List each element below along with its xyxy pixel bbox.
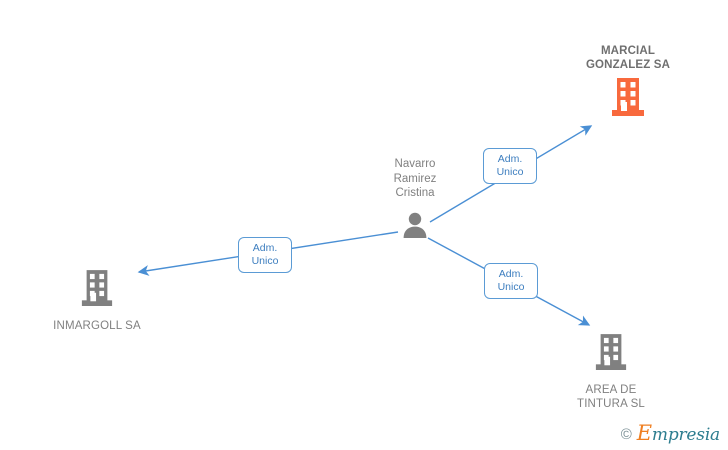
person-node[interactable]: Navarro Ramirez Cristina [350, 157, 480, 243]
company-node-area-de-tintura-sl[interactable]: AREA DE TINTURA SL [531, 334, 691, 411]
person-label: Navarro Ramirez Cristina [393, 158, 437, 199]
building-icon [80, 270, 114, 313]
company-label-marcial-gonzalez-sa: MARCIAL GONZALEZ SA [585, 45, 671, 71]
brand-rest: mpresia [651, 425, 720, 445]
relation-chip-area-tintura[interactable]: Adm. Unico [484, 263, 538, 299]
brand-initial: E [636, 421, 652, 445]
person-icon [402, 212, 428, 243]
relation-chip-inmargoll[interactable]: Adm. Unico [238, 237, 292, 273]
relation-chip-label: Adm. Unico [251, 242, 279, 267]
building-icon [594, 334, 628, 377]
company-label-inmargoll-sa: INMARGOLL SA [53, 320, 141, 332]
company-node-inmargoll-sa[interactable]: INMARGOLL SA [17, 270, 177, 333]
empresia-logo[interactable]: © Empresia [620, 423, 720, 445]
relation-chip-label: Adm. Unico [497, 268, 525, 293]
company-label-area-de-tintura-sl: AREA DE TINTURA SL [577, 384, 645, 410]
relation-chip-marcial-gonzalez[interactable]: Adm. Unico [483, 148, 537, 184]
brand-wordmark: Empresia [637, 423, 720, 445]
building-icon [610, 78, 646, 123]
relation-chip-label: Adm. Unico [496, 153, 524, 178]
company-node-marcial-gonzalez-sa[interactable]: MARCIAL GONZALEZ SA [548, 44, 708, 123]
copyright-icon: © [620, 426, 632, 443]
